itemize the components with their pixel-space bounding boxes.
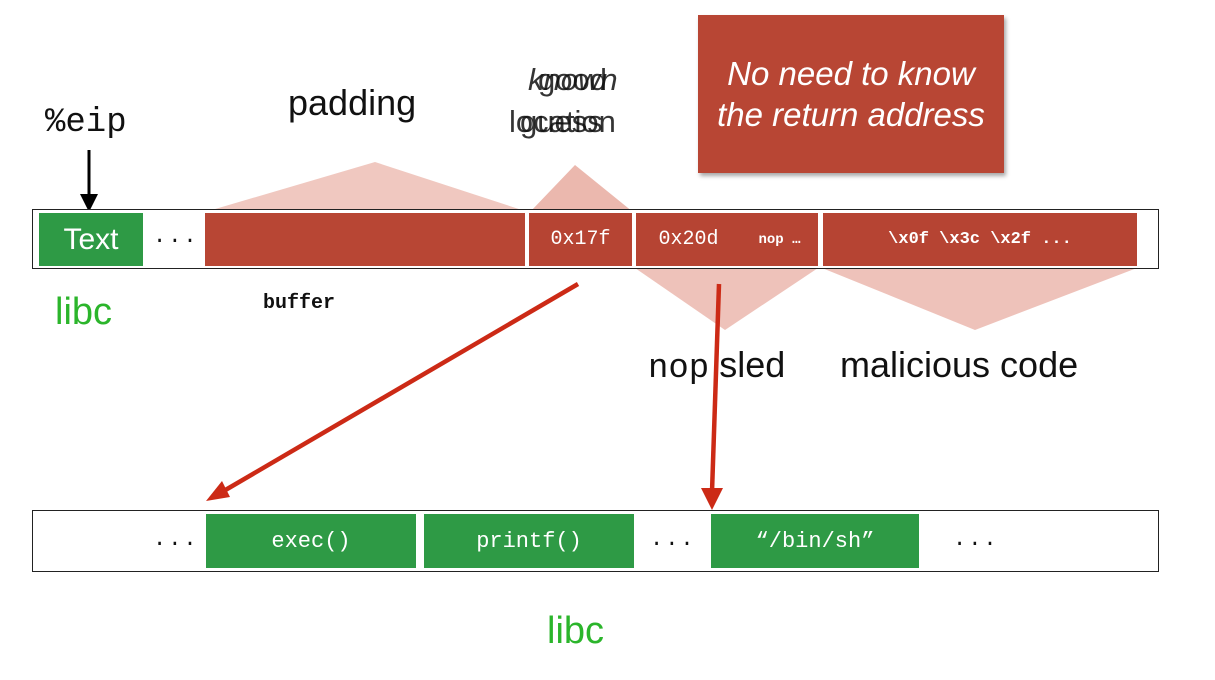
libc-dots-3: ... [953,527,999,552]
binsh-arrow [709,283,722,493]
nop-cell: nop … [741,213,818,266]
guess-label: guess [520,104,603,139]
binsh-cell: “/bin/sh” [711,514,919,568]
address-cell-2: 0x20d [636,213,741,266]
exec-cell: exec() [206,514,416,568]
padding-label: padding [288,82,417,123]
nop-sled-brace [635,268,818,330]
libc-dots-1: ... [153,527,199,552]
libc-dots-2: ... [650,527,696,552]
address-cell-1: 0x17f [529,213,632,266]
nop-sled-text: sled [709,344,786,385]
malicious-code-brace [822,268,1137,330]
callout-box: No need to know the return address [698,15,1004,173]
nop-sled-mono: nop [648,350,710,388]
exec-arrowhead-icon [206,481,230,501]
stack-dots: ... [153,224,199,249]
nop-sled-label: nop sled [648,344,785,388]
padding-brace [205,162,528,212]
exec-arrow [220,282,580,494]
binsh-arrowhead-icon [701,488,723,510]
buffer-label: buffer [263,292,336,315]
guess-brace [530,165,633,212]
good-label: good [538,62,607,97]
callout-text: No need to know the return address [717,55,985,133]
malicious-code-label: malicious code [840,344,1079,385]
printf-cell: printf() [424,514,634,568]
eip-label: %eip [45,104,127,142]
location-label: location [509,104,616,139]
shellcode-cell: \x0f \x3c \x2f ... [823,213,1137,266]
text-cell: Text [39,213,143,266]
buffer-region [205,213,525,266]
libc-label-bottom: libc [547,610,605,652]
known-label: known [528,62,618,97]
libc-label-top: libc [55,291,113,333]
